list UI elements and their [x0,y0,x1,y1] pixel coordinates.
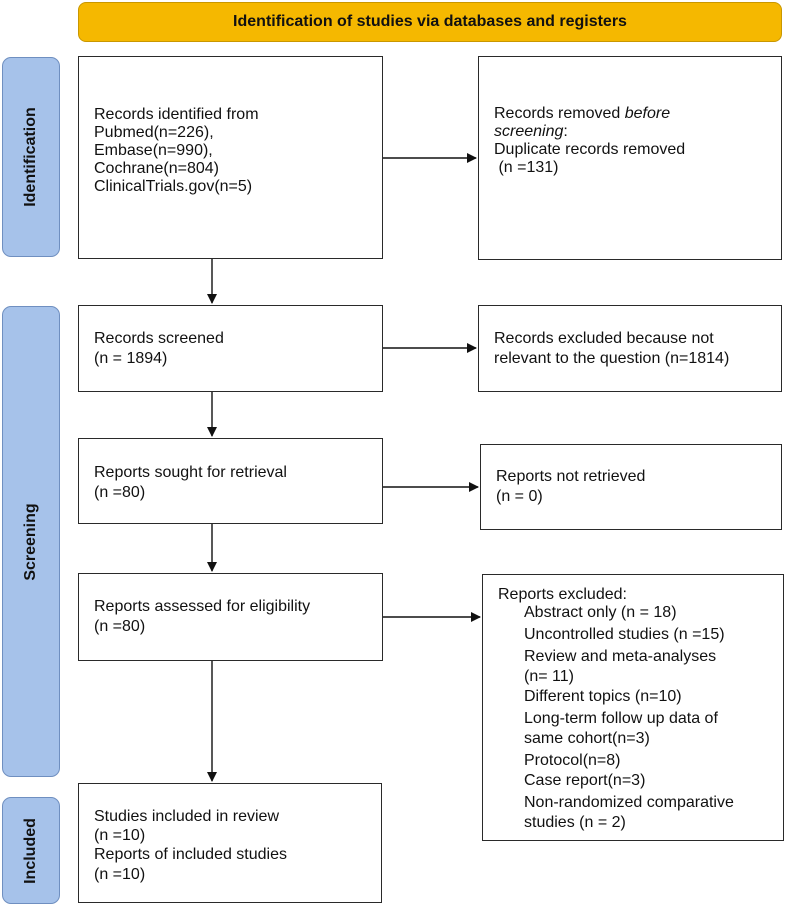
reports-not-retrieved-box: Reports not retrieved (n = 0) [480,444,782,530]
reports-assessed-label: Reports assessed for eligibility [94,598,311,615]
reports-sought-count: (n =80) [94,484,146,501]
records-excluded-box: Records excluded because not relevant to… [478,305,782,392]
reports-excluded-item: Case report(n=3) [524,772,646,789]
records-identified-line: Embase(n=990), [94,142,213,159]
records-screened-count: (n = 1894) [94,350,168,367]
reports-sought-label: Reports sought for retrieval [94,464,287,481]
studies-included-line: Studies included in review [94,808,279,825]
records-removed-line: screening: [494,123,568,140]
studies-included-line: (n =10) [94,866,146,883]
reports-excluded-item: Protocol(n=8) [524,752,621,769]
reports-excluded-item: Non-randomized comparative [524,794,734,811]
records-screened-label: Records screened [94,330,224,347]
phase-screening: Screening [2,306,60,777]
records-identified-line: Pubmed(n=226), [94,124,214,141]
reports-excluded-item: Uncontrolled studies (n =15) [524,626,725,643]
records-removed-line: Duplicate records removed [494,141,686,158]
records-removed-line: (n =131) [494,159,559,176]
studies-included-line: Reports of included studies [94,846,287,863]
reports-excluded-item: studies (n = 2) [524,814,626,831]
header-banner: Identification of studies via databases … [78,2,782,42]
records-excluded-line: relevant to the question (n=1814) [494,350,730,367]
reports-assessed-count: (n =80) [94,618,146,635]
records-excluded-line: Records excluded because not [494,330,714,347]
header-title: Identification of studies via databases … [233,13,627,30]
reports-not-retrieved-label: Reports not retrieved [496,468,646,485]
reports-not-retrieved-count: (n = 0) [496,488,543,505]
records-identified-line: Cochrane(n=804) [94,160,219,177]
reports-excluded-item: Long-term follow up data of [524,710,718,727]
studies-included-line: (n =10) [94,827,146,844]
reports-excluded-title: Reports excluded: [498,586,627,603]
reports-excluded-item: Abstract only (n = 18) [524,604,677,621]
phase-identification: Identification [2,57,60,257]
records-identified-line: Records identified from [94,106,259,123]
records-removed-line: Records removed before [494,105,671,122]
reports-sought-box: Reports sought for retrieval (n =80) [78,438,383,524]
reports-excluded-item: (n= 11) [524,668,574,685]
reports-excluded-item: same cohort(n=3) [524,730,650,747]
reports-assessed-box: Reports assessed for eligibility (n =80) [78,573,383,661]
reports-excluded-item: Review and meta-analyses [524,648,717,665]
records-screened-box: Records screened (n = 1894) [78,305,383,392]
reports-excluded-box: Reports excluded: Abstract only (n = 18)… [482,574,784,841]
reports-excluded-item: Different topics (n=10) [524,688,682,705]
records-identified-box: Records identified from Pubmed(n=226), E… [78,56,383,259]
records-removed-box: Records removed before screening: Duplic… [478,56,782,260]
records-identified-line: ClinicalTrials.gov(n=5) [94,178,253,195]
studies-included-box: Studies included in review (n =10) Repor… [78,783,382,903]
phase-included: Included [2,797,60,904]
